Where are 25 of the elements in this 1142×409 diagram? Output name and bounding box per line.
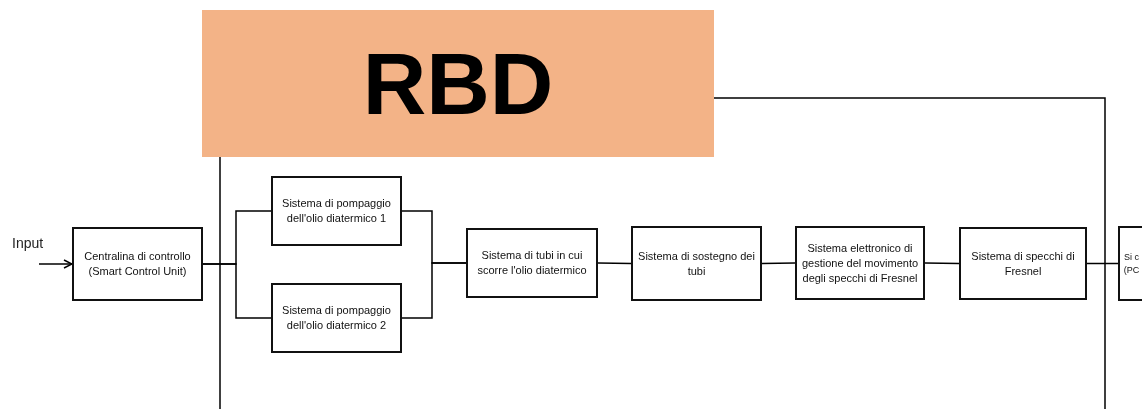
block-box	[631, 226, 762, 301]
connector-line	[761, 262, 796, 265]
block-text: Centralina di controllo (Smart Control Unit)	[83, 249, 192, 279]
block-text: Si c (PC	[1123, 250, 1140, 277]
connector-line	[924, 262, 960, 265]
connector-line	[1086, 262, 1119, 265]
block-box	[72, 227, 203, 301]
input-label: Input	[12, 234, 44, 253]
connector-line	[401, 262, 467, 319]
block-text: Sistema elettronico di gestione del movimento degli specchi di Fresnel	[801, 240, 919, 286]
block-box	[1118, 226, 1142, 301]
block-text: Sistema di tubi in cui scorre l'olio diatermico	[476, 248, 588, 278]
block-box	[795, 226, 925, 300]
arrow	[38, 259, 73, 269]
block-text: Sistema di specchi di Fresnel	[970, 248, 1076, 279]
block-box	[271, 176, 402, 246]
title-banner: RBD	[202, 10, 714, 157]
block-box	[271, 283, 402, 353]
block-box	[466, 228, 598, 298]
block-box	[959, 227, 1087, 300]
block-text: Sistema di pompaggio dell'olio diatermico 2	[281, 303, 392, 333]
block-text: Sistema di pompaggio dell'olio diatermico 1	[281, 196, 392, 226]
block-text: Sistema di sostegno dei tubi	[637, 248, 756, 279]
connector-line	[202, 263, 272, 319]
connector-line	[597, 262, 632, 265]
